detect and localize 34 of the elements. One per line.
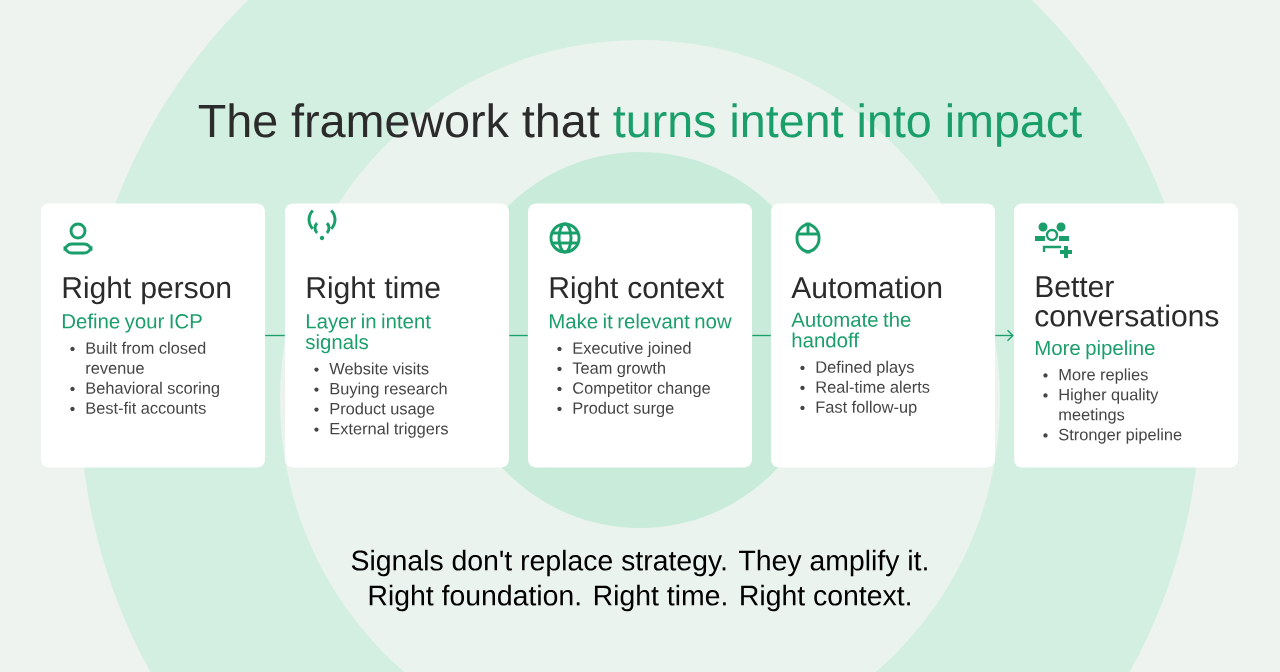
bullet-item: Stronger pipeline <box>1043 428 1182 444</box>
connector <box>264 334 286 337</box>
connector <box>508 334 529 337</box>
bullet-item: Buying research <box>314 382 447 398</box>
bullet-item: Executive joined <box>557 341 691 358</box>
card-subheading: More pipeline <box>1035 340 1155 360</box>
bullet-item: Behavioral scoring <box>70 381 219 398</box>
tagline: Right foundation. Right time. Right context. <box>369 584 910 612</box>
card-subheading: Automate the handoff <box>791 311 911 348</box>
card-subheading: Make it relevant now <box>549 313 732 329</box>
card-heading: Better conversations <box>1035 276 1219 327</box>
bullet-item: Team growth <box>557 361 665 378</box>
card-subheading: Layer in intent signals <box>305 313 431 354</box>
title: The framework that turns intent into impact <box>198 103 1082 147</box>
connector <box>994 329 1014 342</box>
bullet-item: Best-fit accounts <box>70 401 206 414</box>
bullet-item: Fast follow-up <box>800 400 917 417</box>
bullet-item: More replies <box>1043 368 1148 384</box>
card-heading: Right time <box>307 276 440 305</box>
bullet-item: Product usage <box>314 402 435 418</box>
bullet-item: Product surge <box>557 401 674 418</box>
tagline: Signals don't replace strategy. They amplify it. <box>351 549 927 577</box>
bullet-item: Higher quality meetings <box>1043 388 1159 424</box>
connector <box>751 334 772 337</box>
bullet-item: Built from closed revenue <box>70 341 206 374</box>
card-subheading: Define your ICP <box>62 313 202 333</box>
bullet-item: Website visits <box>314 362 429 375</box>
bullet-item: Competitor change <box>557 381 710 398</box>
bullet-item: Real-time alerts <box>800 380 930 393</box>
bullet-item: Defined plays <box>800 360 914 377</box>
card-heading: Right context <box>550 276 724 305</box>
card-heading: Automation <box>791 276 942 299</box>
bullet-item: External triggers <box>314 422 448 438</box>
card-heading: Right person <box>63 276 231 305</box>
